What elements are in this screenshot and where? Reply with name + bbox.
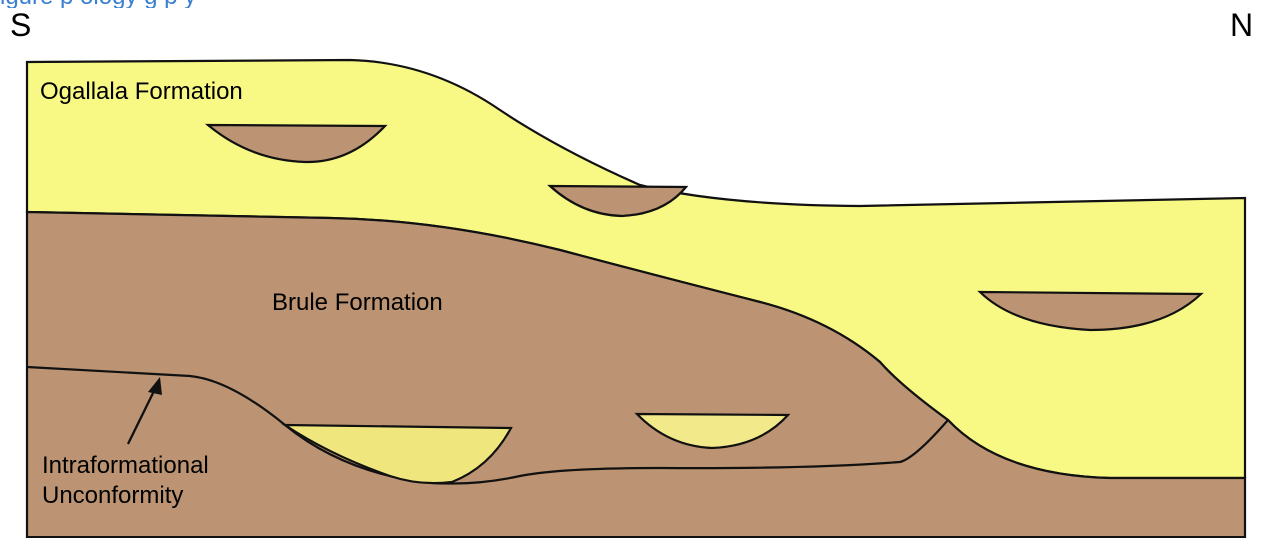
unconformity-label: Intraformational Unconformity — [42, 451, 209, 511]
brule-label: Brule Formation — [272, 288, 443, 318]
ogallala-label: Ogallala Formation — [40, 77, 243, 107]
